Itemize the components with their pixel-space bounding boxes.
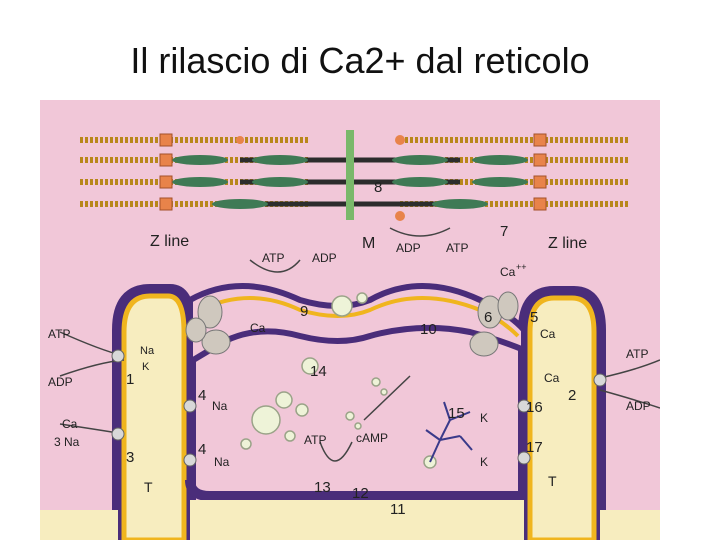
z-disc-markers [159,133,547,211]
label-m-line: M [362,235,375,252]
callout-6: 6 [484,309,492,326]
callout-17: 17 [526,439,543,456]
sarcoplasmic-reticulum [187,283,527,368]
callout-5: 5 [530,309,538,326]
atpase-sites [236,135,405,221]
ecf-bottom-left [40,510,118,540]
label-z-line-left: Z line [150,233,189,250]
t-tubule-right-ecf [527,295,597,540]
callout-12: 12 [352,485,369,502]
ecf-bottom-right [600,510,660,540]
vesicles [240,292,437,469]
ecf-bottom [190,500,524,540]
membrane-channels [111,349,607,467]
label-ca-top: Ca [500,265,516,279]
slide-title: Il rilascio di Ca2+ dal reticolo [130,40,590,81]
label-3na-left: 3 Na [54,435,80,449]
label-na-4b: Na [214,455,230,469]
ryanodine-receptors [185,291,519,357]
sarcolemma-bottom [185,479,524,540]
t-tubule-right-outer [518,286,606,540]
label-atp-right: ATP [626,347,648,361]
label-t-right: T [548,473,557,489]
label-na-4a: Na [212,399,228,413]
label-ca-left: Ca [62,417,78,431]
label-ca-top-sup: ++ [516,262,527,272]
myosin-heads [172,155,528,209]
callout-11: 11 [390,501,406,518]
sarcomere [80,130,630,221]
label-atp-bottom: ATP [304,433,326,447]
label-ca-inner: Ca [250,321,266,335]
label-atp-top-left: ATP [262,251,284,265]
callout-9: 9 [300,303,308,320]
m-line-band [346,130,354,220]
callout-10: 10 [420,321,437,338]
callout-3: 3 [126,449,134,466]
callout-15: 15 [448,405,465,422]
branching-process [425,401,473,463]
label-t-left: T [144,479,153,495]
callout-14: 14 [310,363,327,380]
reticulum-calcium-diagram: Z line Z line M ATP ADP ADP ATP Ca ++ [40,100,660,540]
label-na-left: Na [140,345,155,357]
callout-4b: 4 [198,441,206,458]
label-k-left: K [142,361,150,373]
label-atp-top-right: ATP [446,241,468,255]
callout-13: 13 [314,479,331,496]
callout-2: 2 [568,387,576,404]
label-ca-right-5: Ca [540,327,556,341]
label-z-line-right: Z line [548,235,587,252]
label-adp-left: ADP [48,375,73,389]
callout-16: 16 [526,399,543,416]
callout-4a: 4 [198,387,206,404]
label-adp-top-right: ADP [396,241,421,255]
label-ca-right-2: Ca [544,371,560,385]
label-adp-right: ADP [626,399,651,413]
label-atp-left: ATP [48,327,70,341]
number-callouts: 1 2 3 4 4 5 6 7 8 9 10 11 12 13 14 15 16… [126,179,576,518]
callout-1: 1 [126,371,134,388]
label-k-16: K [480,411,488,425]
t-tubule-left-ecf [121,293,187,540]
callout-8: 8 [374,179,382,196]
label-camp: cAMP [356,431,388,445]
label-k-17: K [480,455,488,469]
callout-7: 7 [500,223,508,240]
label-adp-top-left: ADP [312,251,337,265]
